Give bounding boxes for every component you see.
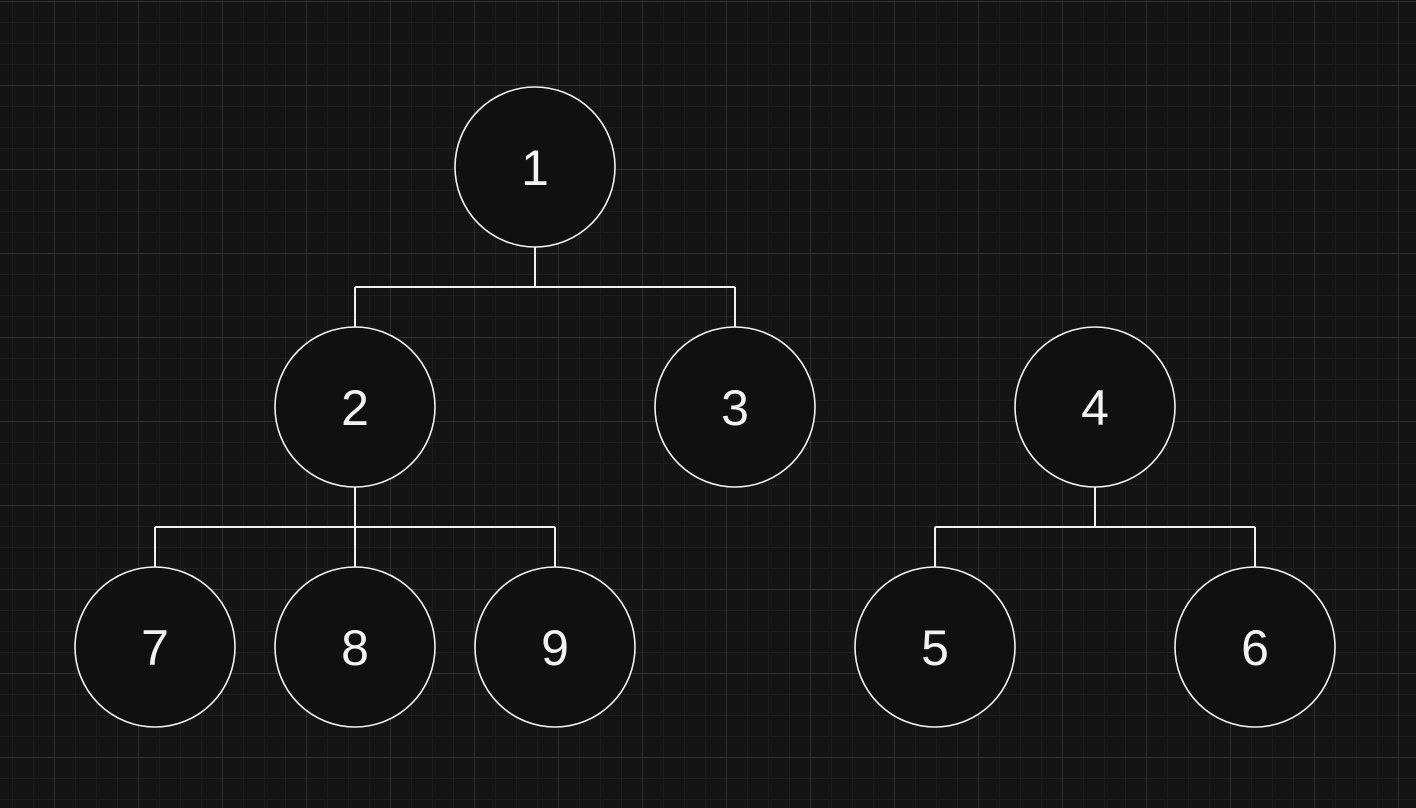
- tree-node[interactable]: 2: [274, 326, 436, 488]
- tree-node-label: 1: [521, 140, 549, 196]
- tree-node-circle[interactable]: [654, 326, 816, 488]
- tree-node[interactable]: 3: [654, 326, 816, 488]
- tree-node-circle[interactable]: [74, 566, 236, 728]
- tree-node-circle[interactable]: [274, 326, 436, 488]
- tree-node-circle[interactable]: [474, 566, 636, 728]
- tree-node-label: 8: [341, 620, 369, 676]
- tree-node[interactable]: 1: [454, 86, 616, 248]
- tree-node[interactable]: 6: [1174, 566, 1336, 728]
- tree-node-label: 9: [541, 620, 569, 676]
- tree-node-label: 7: [141, 620, 169, 676]
- tree-edge-connector: [154, 487, 556, 567]
- tree-node-circle[interactable]: [1014, 326, 1176, 488]
- tree-node[interactable]: 4: [1014, 326, 1176, 488]
- tree-node-circle[interactable]: [274, 566, 436, 728]
- tree-node-label: 2: [341, 380, 369, 436]
- tree-node[interactable]: 7: [74, 566, 236, 728]
- tree-edge-connector: [354, 247, 736, 327]
- tree-node[interactable]: 5: [854, 566, 1016, 728]
- tree-node-circle[interactable]: [854, 566, 1016, 728]
- tree-node-label: 5: [921, 620, 949, 676]
- tree-node-circle[interactable]: [454, 86, 616, 248]
- tree-node[interactable]: 9: [474, 566, 636, 728]
- tree-node-label: 6: [1241, 620, 1269, 676]
- tree-node-circle[interactable]: [1174, 566, 1336, 728]
- tree-node-label: 4: [1081, 380, 1109, 436]
- tree-edge-connector: [934, 487, 1256, 567]
- tree-node[interactable]: 8: [274, 566, 436, 728]
- tree-node-label: 3: [721, 380, 749, 436]
